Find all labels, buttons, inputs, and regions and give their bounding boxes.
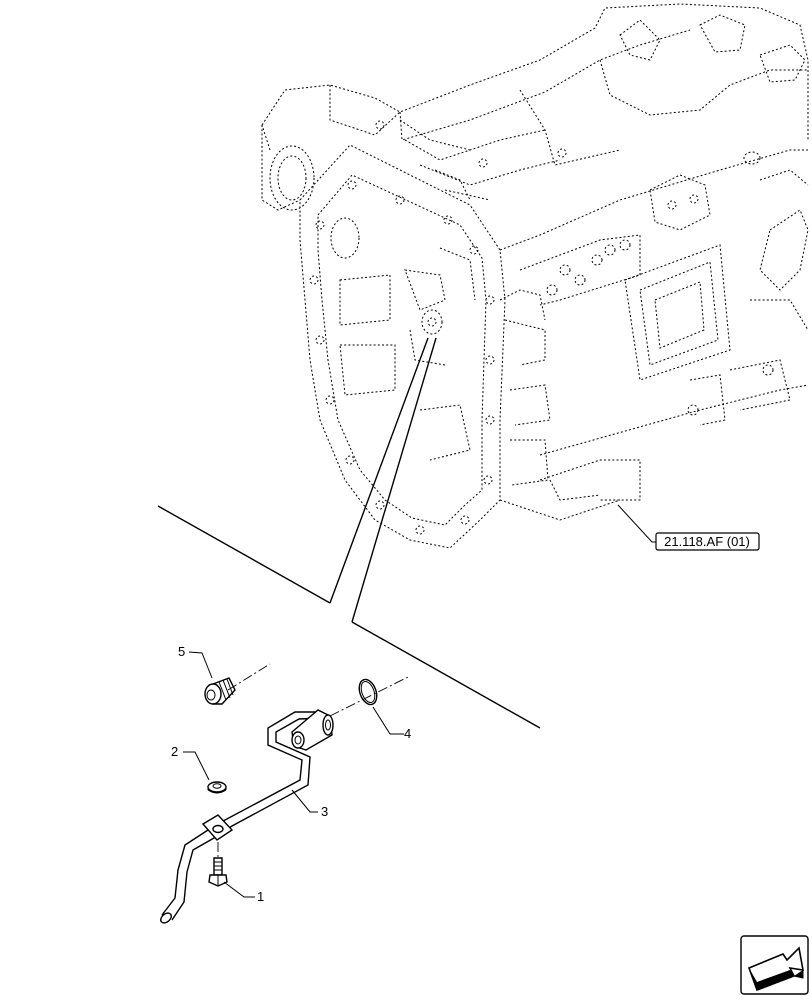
next-page-arrow-icon[interactable]	[740, 935, 809, 995]
part-4-o-ring	[329, 676, 409, 717]
reference-label: 21.118.AF (01)	[664, 534, 750, 549]
frame-bolt-holes	[309, 180, 495, 535]
callout-3: 3	[291, 789, 328, 819]
callout-1: 1	[223, 881, 264, 904]
transmission-housing	[261, 3, 809, 549]
callout-4: 4	[372, 706, 411, 741]
section-cut-line	[157, 337, 541, 729]
callout-2: 2	[171, 744, 210, 781]
callout-5-number: 5	[178, 644, 185, 659]
callout-5: 5	[178, 644, 213, 679]
callout-3-number: 3	[321, 804, 328, 819]
reference-label-box	[655, 532, 760, 551]
part-1-bolt	[208, 842, 228, 887]
part-3-pipe	[160, 709, 334, 924]
part-5-plug	[204, 663, 271, 705]
reference-callout[interactable]: 21.118.AF (01)	[617, 504, 760, 551]
callout-4-number: 4	[404, 726, 411, 741]
part-2-washer	[207, 781, 227, 794]
callout-2-number: 2	[171, 744, 178, 759]
callout-1-number: 1	[257, 889, 264, 904]
